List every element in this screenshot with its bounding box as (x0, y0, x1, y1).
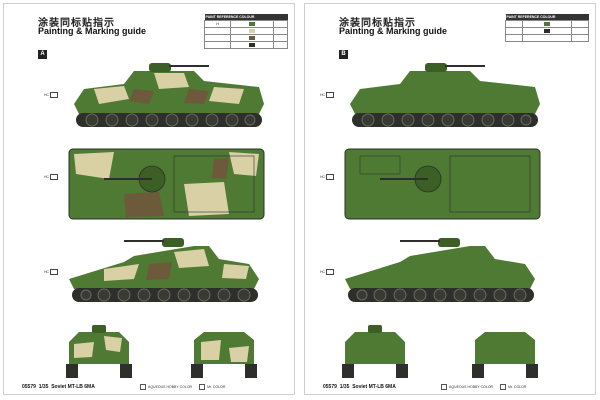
product-footer: 05579 1/35 Soviet MT-LB 6MA (323, 384, 396, 390)
swatch-sand (248, 29, 255, 34)
swatch-black (248, 43, 255, 48)
paint-callout: HC (44, 269, 59, 275)
swatch-olive (248, 22, 255, 27)
sheet-badge: A (38, 50, 47, 59)
page-title-cn: 涂装同标贴指示 (38, 18, 115, 29)
vehicle-side-view-right (69, 238, 259, 302)
page-title-en: Painting & Marking guide (339, 26, 448, 36)
page-title-cn: 涂装同标贴指示 (339, 18, 416, 29)
vehicle-rear-view (472, 332, 538, 378)
paint-callout: HC (320, 92, 335, 98)
vehicle-front-view (342, 325, 408, 378)
paint-reference-header: PAINT REFERENCE COLOUR (505, 14, 589, 21)
paint-reference-header: PAINT REFERENCE COLOUR (204, 14, 288, 21)
vehicle-side-view-left (350, 63, 540, 127)
paint-reference-table: PAINT REFERENCE COLOUR H (203, 14, 289, 49)
vehicle-top-view-right (344, 148, 541, 220)
vehicle-side-view-left (74, 63, 264, 127)
ref-cell: H (203, 20, 232, 28)
swatch-black (543, 29, 550, 34)
page-title-en: Painting & Marking guide (38, 26, 147, 36)
paint-callout: HC (320, 174, 335, 180)
vehicle-rear-view (191, 332, 257, 378)
swatch-brown (248, 36, 255, 41)
paint-reference-table: PAINT REFERENCE COLOUR (505, 14, 589, 42)
sheet-badge: B (339, 50, 348, 59)
color-legend: AQUEOUS HOBBY COLOR Mr. COLOR (134, 384, 225, 390)
swatch-olive (543, 22, 550, 27)
paint-callout: HC (44, 92, 59, 98)
page-left: 涂装同标贴指示 Painting & Marking guide A PAINT… (3, 3, 295, 395)
paint-callout: HC (44, 174, 59, 180)
paint-callout: HC (320, 269, 335, 275)
vehicle-side-view-right (345, 238, 535, 302)
vehicle-front-view (66, 325, 132, 378)
product-footer: 05579 1/35 Soviet MT-LB 6MA (22, 384, 95, 390)
page-right: 涂装同标贴指示 Painting & Marking guide B PAINT… (304, 3, 596, 395)
color-legend: AQUEOUS HOBBY COLOR Mr. COLOR (435, 384, 526, 390)
vehicle-top-view-left (68, 148, 265, 220)
